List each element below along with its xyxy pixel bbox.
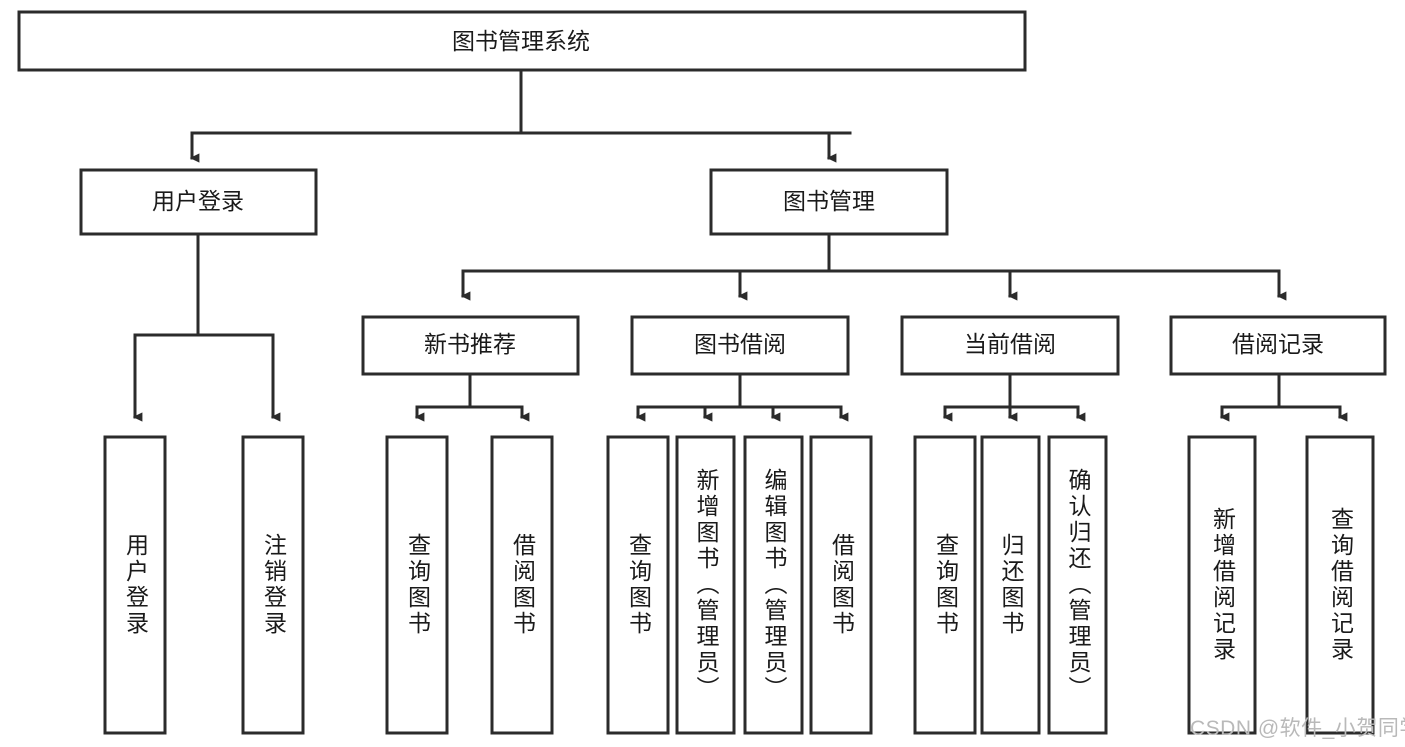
node-leaf-add-book[interactable] [675, 435, 736, 735]
node-leaf-query-record[interactable] [1305, 435, 1375, 735]
edge-currentborrow-to-leaves [942, 372, 1086, 422]
node-borrow-record-label: 借阅记录 [1232, 331, 1324, 357]
node-book-borrow-label: 图书借阅 [694, 331, 786, 357]
edge-borrowrecord-to-leaves [1219, 372, 1348, 422]
node-root[interactable]: 图书管理系统 [17, 10, 1027, 72]
node-leaf-query-book-1[interactable] [385, 435, 449, 735]
edge-newbookrec-to-leaves [414, 372, 530, 422]
node-leaf-borrow-book-2[interactable] [809, 435, 873, 735]
node-borrow-record[interactable]: 借阅记录 [1169, 315, 1387, 376]
edge-bookborrow-to-leaves [635, 372, 849, 422]
node-root-label: 图书管理系统 [452, 28, 590, 54]
edge-root-to-level1 [189, 69, 852, 163]
node-leaf-confirm-return[interactable] [1047, 435, 1108, 735]
node-user-login-label: 用户登录 [152, 188, 244, 214]
csdn-watermark: CSDN @软件_小贺同学 [1190, 717, 1405, 740]
node-leaf-add-record[interactable] [1187, 435, 1257, 735]
node-leaf-user-login[interactable] [103, 435, 167, 735]
node-current-borrow-label: 当前借阅 [964, 331, 1056, 357]
node-book-borrow[interactable]: 图书借阅 [630, 315, 850, 376]
node-leaf-query-book-3[interactable] [913, 435, 977, 735]
edge-bookmanage-to-level2 [460, 232, 1287, 301]
node-book-manage-label: 图书管理 [783, 188, 875, 214]
node-current-borrow[interactable]: 当前借阅 [900, 315, 1120, 376]
node-leaf-query-book-2[interactable] [606, 435, 670, 735]
node-leaf-edit-book[interactable] [743, 435, 804, 735]
edge-userlogin-to-leaves [132, 232, 281, 422]
node-book-manage[interactable]: 图书管理 [709, 168, 949, 236]
node-leaf-borrow-book-1[interactable] [490, 435, 554, 735]
node-new-book-rec[interactable]: 新书推荐 [361, 315, 580, 376]
node-user-login[interactable]: 用户登录 [79, 168, 318, 236]
node-new-book-rec-label: 新书推荐 [424, 331, 516, 357]
node-leaf-logout[interactable] [241, 435, 305, 735]
node-leaf-return-book[interactable] [980, 435, 1041, 735]
